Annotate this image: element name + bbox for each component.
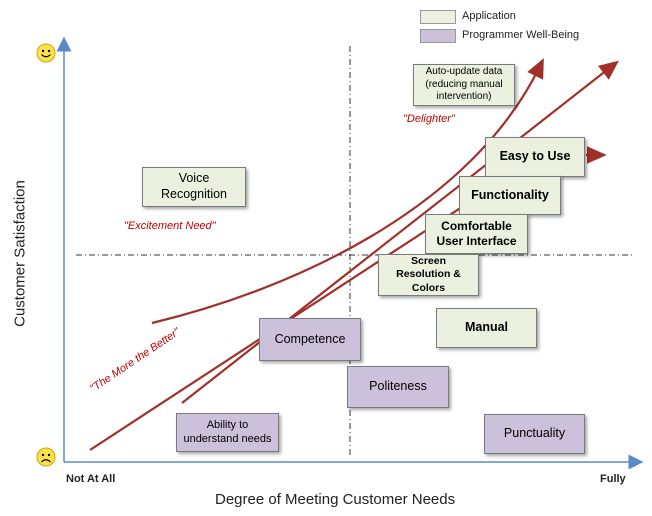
legend-label-application: Application — [462, 10, 516, 22]
smiley-face-icon — [36, 43, 56, 63]
box-screen-resolution-colors: Screen Resolution & Colors — [378, 254, 479, 296]
legend-label-programmer-well-being: Programmer Well-Being — [462, 29, 580, 41]
more-the-better-line-2 — [181, 60, 619, 404]
legend-swatch-programmer-well-being — [420, 29, 456, 43]
x-axis-label: Degree of Meeting Customer Needs — [215, 491, 456, 508]
box-ability-to-understand-needs: Ability to understand needs — [176, 413, 279, 452]
x-max-label: Fully — [600, 473, 626, 485]
box-auto-update-data: Auto-update data (reducing manual interv… — [413, 64, 515, 106]
delighter-label: "Delighter" — [403, 113, 455, 125]
box-punctuality: Punctuality — [484, 414, 585, 454]
excitement-need-label: "Excitement Need" — [124, 220, 216, 232]
delighter-curve — [151, 58, 544, 325]
box-comfortable-user-interface: Comfortable User Interface — [425, 214, 528, 254]
box-easy-to-use: Easy to Use — [485, 137, 585, 177]
box-voice-recognition: Voice Recognition — [142, 167, 246, 207]
y-axis-label: Customer Satisfaction — [11, 180, 29, 327]
legend-swatch-application — [420, 10, 456, 24]
frowning-face-icon — [36, 447, 56, 467]
box-competence: Competence — [259, 318, 361, 361]
box-manual: Manual — [436, 308, 537, 348]
box-functionality: Functionality — [459, 176, 561, 215]
x-min-label: Not At All — [66, 473, 116, 485]
box-politeness: Politeness — [347, 366, 449, 408]
